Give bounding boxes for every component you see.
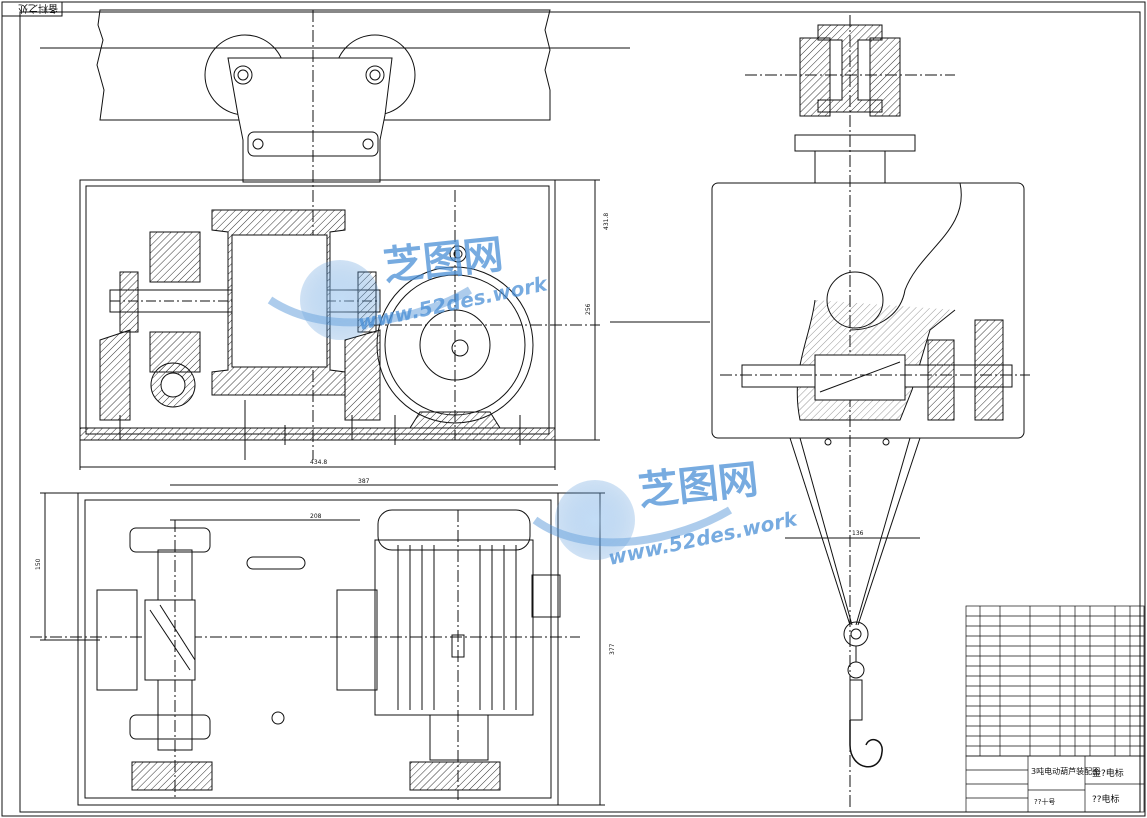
side-housing [711, 182, 1025, 439]
dim-plan-total: 387 [358, 478, 370, 485]
watermark-1 [267, 260, 473, 340]
company-name-2: ??电标 [1092, 793, 1120, 805]
plan-pulley-left [131, 761, 213, 791]
corner-label: 备料之处 [18, 2, 58, 15]
rail-beam [96, 9, 551, 121]
dim-top-mid: 256 [585, 303, 592, 315]
dim-side-gap: 136 [852, 530, 864, 537]
dim-plan-inner: 208 [310, 513, 322, 520]
watermark-2 [532, 480, 733, 560]
parts-list-table [965, 605, 1145, 813]
front-view [40, 9, 630, 470]
crane-hook [849, 720, 883, 768]
drawing-title: 3吨电动葫芦装配图 [1031, 766, 1100, 776]
plan-outer [77, 492, 559, 806]
plan-pulley-right [409, 761, 501, 791]
gear-upper [149, 231, 201, 283]
dim-plan-left: 150 [35, 558, 42, 570]
cable-left [789, 437, 851, 626]
dim-top-height: 431.8 [603, 213, 610, 230]
watermark-brand-1: 芝图网 [381, 232, 505, 290]
plan-motor-body [377, 509, 531, 551]
plan-view [30, 484, 605, 806]
corner-label-box [1, 1, 63, 17]
company-name-1: 金?电标 [1092, 767, 1124, 779]
inner-border [19, 11, 1141, 813]
hanger-plate [227, 57, 393, 183]
company-name-3: ??十号 [1034, 797, 1055, 806]
watermark-brand-2: 芝图网 [636, 457, 760, 515]
sheave-block [843, 621, 869, 647]
dim-plan-right: 377 [609, 643, 616, 655]
dim-front-width: 434.8 [310, 459, 327, 466]
cable-right [857, 437, 921, 626]
side-view [610, 15, 1030, 810]
